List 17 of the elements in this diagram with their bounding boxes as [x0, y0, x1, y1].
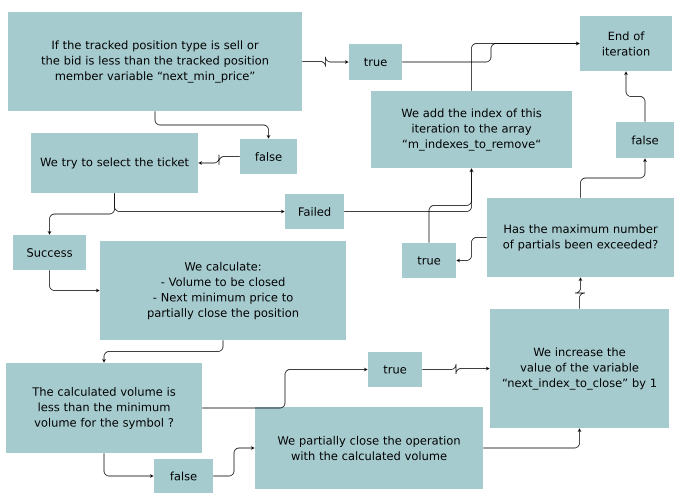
process-box: We try to select the ticket — [31, 133, 198, 193]
process-box: We partially close the operation with the calculated volume — [255, 407, 483, 489]
outcome-box: true — [368, 352, 422, 387]
outcome-box: false — [616, 122, 674, 158]
condition-box: The calculated volume is less than the minimum volume for the symbol ? — [6, 363, 202, 453]
outcome-box: true — [349, 44, 402, 80]
outcome-box: false — [154, 459, 213, 493]
outcome-box: true — [402, 243, 456, 278]
outcome-box: Success — [13, 235, 86, 270]
process-box: We calculate: - Volume to be closed - Next minimum price to partially close the position — [100, 241, 346, 340]
condition-box: Has the maximum number of partials been exceeded? — [487, 198, 674, 277]
process-box: We increase the value of the variable “next_index_to_close” by 1 — [490, 309, 669, 428]
outcome-box: false — [240, 139, 297, 174]
condition-box: If the tracked position type is sell or the bid is less than the tracked position member variable “next_min_price” — [8, 12, 302, 111]
outcome-box: Failed — [285, 194, 344, 229]
process-box: We add the index of this iteration to the array “m_indexes_to_remove“ — [371, 91, 572, 168]
end-box: End of iteration — [580, 16, 672, 71]
